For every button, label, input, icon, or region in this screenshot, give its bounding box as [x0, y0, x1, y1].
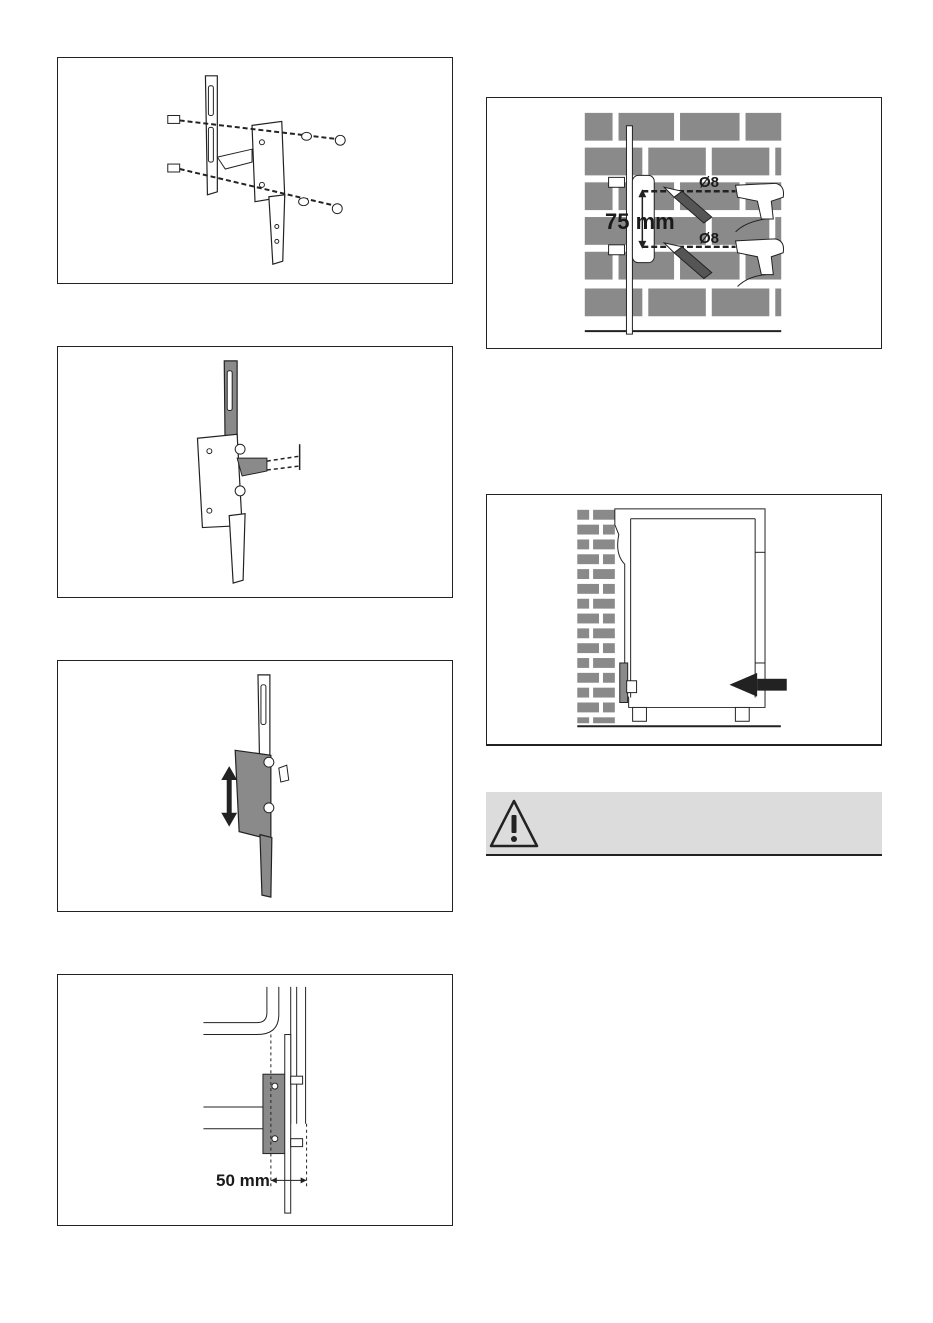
up-down-arrow-icon	[221, 766, 237, 827]
figure-bracket-assembly	[57, 57, 453, 284]
hole-spacing-label: 75 mm	[605, 209, 675, 235]
nut-icon	[332, 135, 345, 213]
figure-bracket-adjust	[57, 660, 453, 912]
brick-wall	[577, 510, 615, 723]
wall-drilling-illustration	[487, 98, 881, 348]
drill-diameter-bottom-label: Ø8	[699, 230, 719, 247]
push-to-wall-illustration	[487, 495, 881, 744]
figure-push-to-wall	[486, 494, 882, 746]
bracket-assembly-illustration	[58, 58, 452, 283]
screw-icon	[168, 115, 180, 171]
figure-wall-drilling: 75 mm Ø8 Ø8	[486, 97, 882, 349]
bracket-assembled-illustration	[58, 347, 452, 597]
washer-icon	[299, 132, 312, 205]
figure-bracket-assembled	[57, 346, 453, 598]
drill-diameter-top-label: Ø8	[699, 174, 719, 191]
bracket-adjust-illustration	[58, 661, 452, 911]
figure-bracket-distance: 50 mm	[57, 974, 453, 1226]
distance-label: 50 mm	[216, 1171, 270, 1191]
warning-triangle-icon	[488, 798, 540, 850]
warning-box	[486, 792, 882, 856]
